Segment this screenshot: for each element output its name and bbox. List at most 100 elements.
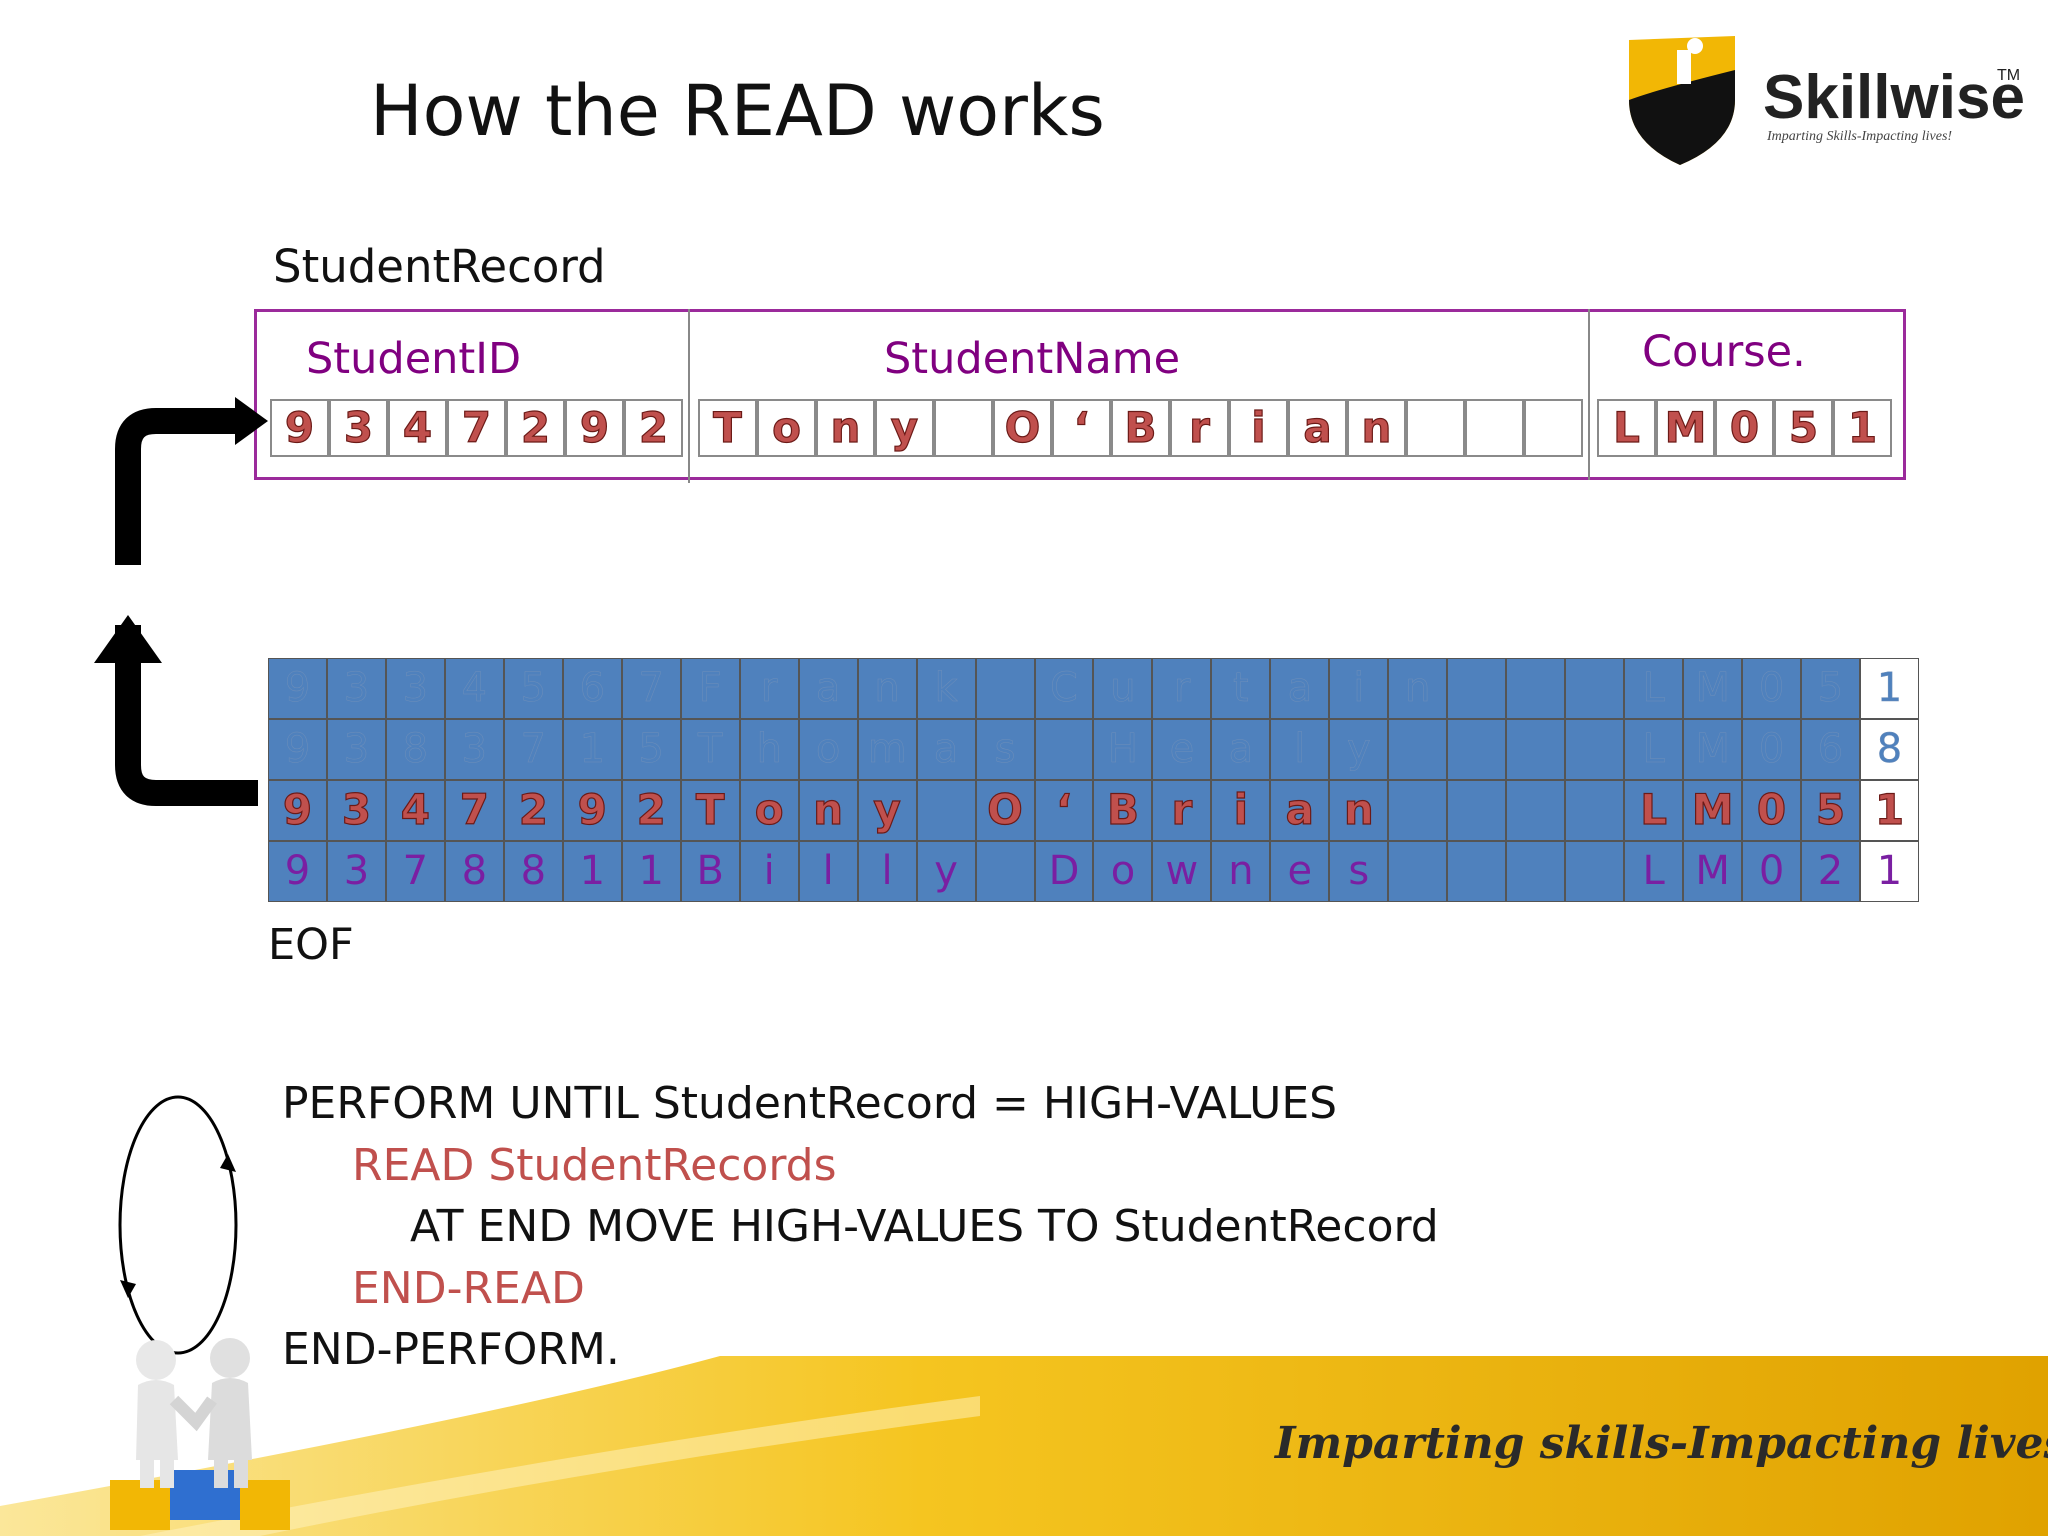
file-cell	[1034, 719, 1094, 780]
file-cell: o	[798, 719, 858, 780]
record-cell: n	[1347, 399, 1406, 457]
file-cell: h	[739, 719, 799, 780]
file-cell: 0	[1742, 780, 1802, 841]
file-cell: a	[916, 719, 976, 780]
file-cell: y	[1329, 719, 1389, 780]
file-cell	[1506, 719, 1566, 780]
record-cell: L	[1597, 399, 1656, 457]
file-cell: L	[1624, 841, 1684, 902]
file-cell: k	[916, 658, 976, 719]
file-cell: L	[1624, 658, 1684, 719]
file-cell: w	[1152, 841, 1212, 902]
file-cell: n	[857, 658, 917, 719]
record-cell: M	[1656, 399, 1715, 457]
file-cell: O	[975, 780, 1035, 841]
record-cell: ‘	[1052, 399, 1111, 457]
file-cell: L	[1624, 780, 1684, 841]
file-cell	[1447, 780, 1507, 841]
file-cell: 1	[621, 841, 681, 902]
footer-banner	[0, 1356, 2048, 1536]
record-cell: 1	[1833, 399, 1892, 457]
file-cell	[975, 841, 1035, 902]
file-cell: s	[975, 719, 1035, 780]
file-cell: ‘	[1034, 780, 1094, 841]
file-cell: e	[1152, 719, 1212, 780]
eof-label: EOF	[268, 920, 354, 970]
file-cell: 2	[1801, 841, 1860, 902]
file-cell	[1565, 658, 1625, 719]
handshake-puzzle-icon	[110, 1338, 290, 1530]
record-cell: 2	[506, 399, 565, 457]
file-cell: 1	[1860, 841, 1919, 902]
code-line-end-read: END-READ	[352, 1263, 585, 1314]
file-cell: s	[1329, 841, 1389, 902]
loop-arrow-icon	[118, 1095, 238, 1355]
skillwise-logo: Skillwise TM Imparting Skills-Impacting …	[1625, 30, 2025, 170]
file-cell: F	[680, 658, 740, 719]
file-cell: M	[1683, 658, 1743, 719]
file-cell: 3	[326, 841, 386, 902]
student-record-box	[254, 309, 1906, 480]
file-cell: 4	[385, 780, 445, 841]
record-cell: 0	[1715, 399, 1774, 457]
file-cell: 9	[268, 658, 327, 719]
file-cell: 8	[1860, 719, 1919, 780]
file-cell: B	[1093, 780, 1153, 841]
file-cell: 1	[1860, 658, 1919, 719]
file-cell: i	[1329, 658, 1389, 719]
file-cell: M	[1683, 780, 1743, 841]
file-cell: a	[1211, 719, 1271, 780]
file-cell: 7	[385, 841, 445, 902]
svg-text:Imparting Skills-Impacting liv: Imparting Skills-Impacting lives!	[1766, 129, 1952, 144]
file-cell: 8	[444, 841, 504, 902]
file-cell: 1	[1860, 780, 1919, 841]
file-cell	[1565, 780, 1625, 841]
file-cell: 6	[1801, 719, 1860, 780]
file-cell: C	[1034, 658, 1094, 719]
code-line-read: READ StudentRecords	[352, 1140, 837, 1191]
record-cell: 7	[447, 399, 506, 457]
file-cell: a	[1270, 658, 1330, 719]
file-cell: L	[1624, 719, 1684, 780]
record-cell: T	[698, 399, 757, 457]
svg-text:TM: TM	[1997, 67, 2020, 84]
file-cell: 7	[621, 658, 681, 719]
file-cell: 8	[385, 719, 445, 780]
record-divider	[688, 309, 690, 483]
code-line-at-end: AT END MOVE HIGH-VALUES TO StudentRecord	[410, 1201, 1439, 1252]
file-cell: y	[916, 841, 976, 902]
file-cell: 2	[503, 780, 563, 841]
file-cell: y	[857, 780, 917, 841]
file-cell: 5	[503, 658, 563, 719]
file-cell: n	[1329, 780, 1389, 841]
file-cell: 7	[444, 780, 504, 841]
file-cell: 3	[326, 780, 386, 841]
file-cell: 5	[1801, 658, 1860, 719]
file-cell: r	[1152, 780, 1212, 841]
file-cell: 2	[621, 780, 681, 841]
file-cell: T	[680, 719, 740, 780]
record-cell	[1524, 399, 1583, 457]
record-cell: 5	[1774, 399, 1833, 457]
file-cell: 0	[1742, 719, 1802, 780]
file-cell	[1388, 719, 1448, 780]
slide-title: How the READ works	[370, 70, 1105, 152]
file-cell: 3	[444, 719, 504, 780]
file-cell: l	[857, 841, 917, 902]
file-cell: n	[798, 780, 858, 841]
file-cell: i	[1211, 780, 1271, 841]
record-cell: B	[1111, 399, 1170, 457]
file-cell	[916, 780, 976, 841]
file-cell: l	[798, 841, 858, 902]
file-cell: a	[1270, 780, 1330, 841]
file-cell: o	[1093, 841, 1153, 902]
footer-tagline: Imparting skills-Impacting lives!	[1275, 1418, 2048, 1469]
file-cell: l	[1270, 719, 1330, 780]
svg-text:Skillwise: Skillwise	[1763, 63, 2025, 132]
file-cell: 9	[268, 719, 327, 780]
file-cell: u	[1093, 658, 1153, 719]
code-line-perform: PERFORM UNTIL StudentRecord = HIGH-VALUE…	[282, 1078, 1338, 1129]
file-cell: M	[1683, 841, 1743, 902]
record-cell: o	[757, 399, 816, 457]
